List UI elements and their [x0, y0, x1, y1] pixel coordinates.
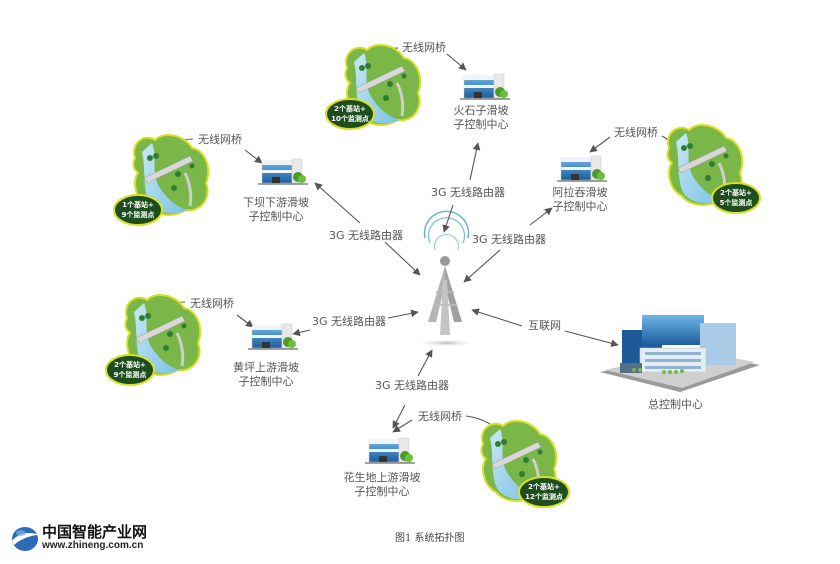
badge-line2: 5个监测点 [720, 198, 753, 207]
arrow-router-bottom-out [392, 404, 406, 429]
badge-line1: 1个基站+ [122, 200, 154, 209]
3g-tower-icon [414, 210, 478, 347]
site-name-line1: 阿拉吞滑坡 [552, 186, 608, 199]
arrow-internet-hq [564, 330, 619, 347]
site-3-name: 阿拉吞滑坡 子控制中心 [545, 186, 615, 214]
arrow-router-top-down [442, 204, 454, 233]
badge-line1: 2个基站+ [528, 482, 560, 491]
hq-building-icon [600, 315, 760, 392]
landscape-site-1: 2个基站+ 10个监测点 [325, 43, 422, 130]
arrow-router-left-top-in [384, 241, 421, 276]
router-label-site-1: 3G 无线路由器 [431, 186, 506, 199]
landscape-site-5: 2个基站+ 12个监测点 [479, 419, 570, 508]
site-name-line2: 子控制中心 [354, 485, 410, 498]
building-icon-site-3 [556, 155, 608, 182]
badge-line2: 12个监测点 [525, 492, 563, 501]
bridge-label-site-4: 无线网桥 [190, 297, 234, 310]
site-name-line2: 子控制中心 [552, 200, 608, 213]
site-badge [113, 194, 163, 226]
arrow-router-left-top-out [314, 182, 361, 224]
router-label-site-4: 3G 无线路由器 [312, 315, 387, 328]
building-icon-site-1 [459, 73, 511, 100]
site-2-name: 下坝下游滑坡 子控制中心 [236, 196, 316, 224]
bridge-arrow-4 [236, 314, 254, 328]
arrow-router-right-top-in [463, 249, 501, 283]
bridge-label-site-2: 无线网桥 [198, 133, 242, 146]
badge-line2: 9个监测点 [114, 370, 147, 379]
bridge-arrow-3 [589, 136, 611, 153]
globe-logo-icon [12, 527, 39, 551]
site-name-line1: 下坝下游滑坡 [243, 196, 309, 209]
building-icon-site-4 [247, 323, 299, 350]
site-name-line2: 子控制中心 [238, 375, 294, 388]
bridge-arrow-5 [392, 419, 413, 433]
bridge-label-site-3: 无线网桥 [614, 126, 658, 139]
hq-label: 总控制中心 [648, 398, 703, 411]
building-icon-site-2 [257, 158, 309, 185]
router-label-site-5: 3G 无线路由器 [375, 379, 450, 392]
arrow-router-right-top-out [529, 207, 553, 226]
router-label-site-2: 3G 无线路由器 [329, 229, 404, 242]
bridge-arrow-1 [446, 53, 467, 71]
building-icon-site-5 [364, 437, 416, 464]
bridge-label-site-5: 无线网桥 [418, 410, 462, 423]
bridge-arrow-2 [244, 149, 263, 164]
bridge-label-site-1: 无线网桥 [402, 41, 446, 54]
site-name-line1: 黄坪上游滑坡 [233, 361, 299, 374]
badge-line1: 2个基站+ [114, 360, 146, 369]
site-badge [518, 476, 570, 508]
arrow-router-top-up [469, 142, 481, 181]
site-badge [105, 354, 155, 386]
site-5-name: 花生地上游滑坡 子控制中心 [337, 471, 427, 499]
site-name-line1: 花生地上游滑坡 [343, 471, 421, 484]
router-label-site-3: 3G 无线路由器 [472, 233, 547, 246]
site-badge [711, 182, 761, 214]
badge-line2: 9个监测点 [122, 210, 155, 219]
badge-line1: 2个基站+ [334, 104, 366, 113]
badge-line1: 2个基站+ [720, 188, 752, 197]
arrow-router-bottom-in [417, 349, 433, 377]
site-badge [325, 98, 375, 130]
landscape-site-2: 1个基站+ 9个监测点 [113, 133, 210, 226]
site-logo[interactable]: 中国智能产业网 www.zhineng.com.cn [10, 524, 160, 554]
badge-line2: 10个监测点 [331, 114, 369, 123]
internet-label: 互联网 [528, 319, 561, 332]
figure-caption: 图1 系统拓扑图 [395, 533, 465, 544]
site-1-name: 火石子滑坡 子控制中心 [446, 104, 516, 132]
arrow-router-left-out [292, 328, 311, 337]
landscape-site-4: 2个基站+ 9个监测点 [105, 293, 202, 386]
site-name-line1: 火石子滑坡 [453, 104, 509, 117]
site-4-name: 黄坪上游滑坡 子控制中心 [226, 361, 306, 389]
landscape-site-3: 2个基站+ 5个监测点 [665, 123, 761, 214]
arrow-internet-tower [471, 308, 523, 327]
site-name-line2: 子控制中心 [248, 210, 304, 223]
arrow-router-left-in [387, 309, 419, 319]
site-name-line2: 子控制中心 [453, 118, 509, 131]
logo-url: www.zhineng.com.cn [42, 540, 144, 551]
logo-name: 中国智能产业网 [42, 523, 148, 541]
